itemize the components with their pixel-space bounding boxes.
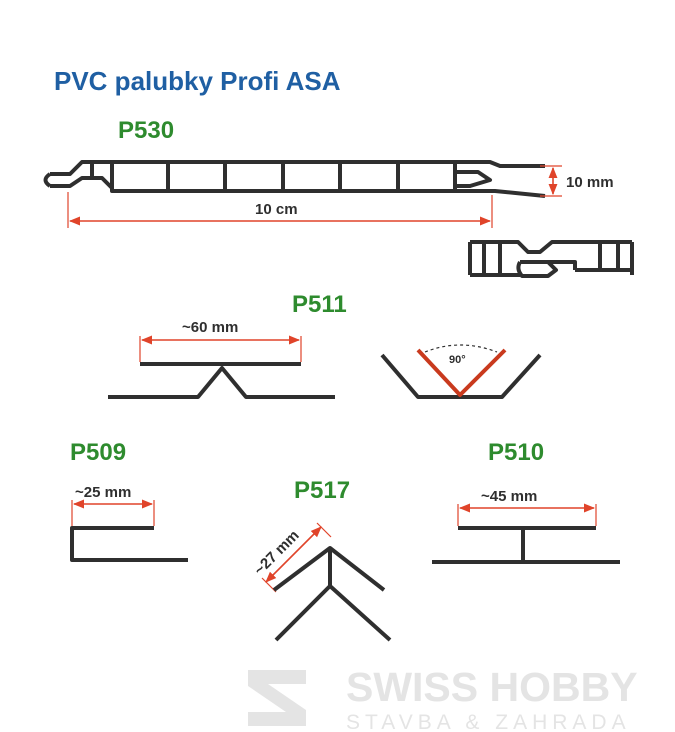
p530-width-dimension: 10 cm <box>67 192 493 228</box>
p510-profile <box>432 526 620 564</box>
p530-profile <box>43 160 546 198</box>
p511-corner-profile: 90° <box>380 344 542 399</box>
p511-profile <box>108 362 335 399</box>
p511-angle-label: 90° <box>449 354 466 366</box>
p509-profile <box>70 526 188 562</box>
page-title: PVC palubky Profi ASA <box>54 66 341 96</box>
p510-width-dimension: ~45 mm <box>457 488 597 526</box>
p510-width-label: ~45 mm <box>481 488 537 505</box>
p530-joint-detail <box>468 240 634 278</box>
watermark-brand: SWISS HOBBY <box>346 664 638 710</box>
p511-width-dimension: ~60 mm <box>139 319 302 362</box>
p530-width-label: 10 cm <box>255 201 298 218</box>
p530-thickness-label: 10 mm <box>566 174 614 191</box>
p517-profile <box>272 546 392 642</box>
swiss-hobby-logo-icon <box>248 670 306 726</box>
watermark-tagline: STAVBA & ZAHRADA <box>346 711 631 732</box>
p510-label: P510 <box>488 439 544 466</box>
watermark: SWISS HOBBY STAVBA & ZAHRADA <box>248 664 638 732</box>
p530-label: P530 <box>118 117 174 144</box>
p530-thickness-dimension: 10 mm <box>540 165 614 197</box>
p511-width-label: ~60 mm <box>182 319 238 336</box>
p517-label: P517 <box>294 477 350 504</box>
p509-width-label: ~25 mm <box>75 484 131 501</box>
p509-width-dimension: ~25 mm <box>71 484 155 526</box>
p509-label: P509 <box>70 439 126 466</box>
p511-label: P511 <box>292 291 347 318</box>
